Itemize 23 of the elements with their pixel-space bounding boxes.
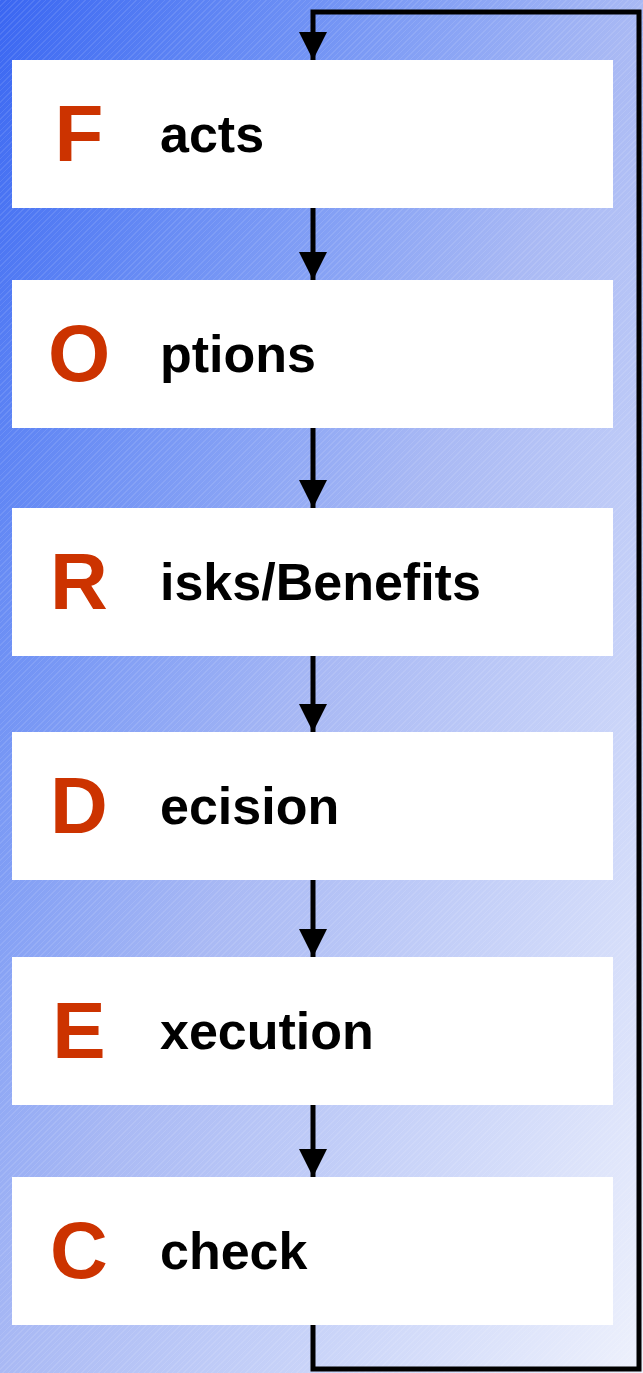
- initial-letter: R: [49, 542, 109, 622]
- step-box: [12, 280, 613, 428]
- step-box: [12, 508, 613, 656]
- step-label: xecution: [160, 1005, 374, 1057]
- step-label: isks/Benefits: [160, 556, 481, 608]
- arrow: [299, 656, 327, 732]
- initial-letter: O: [46, 314, 112, 394]
- arrow: [299, 428, 327, 508]
- step-box: [12, 732, 613, 880]
- initial-letter: C: [49, 1211, 109, 1291]
- initial-letter: D: [49, 766, 109, 846]
- step-box: [12, 1177, 613, 1325]
- step-box: [12, 60, 613, 208]
- step-box: [12, 957, 613, 1105]
- initial-letter: E: [51, 991, 107, 1071]
- step-label: check: [160, 1225, 308, 1277]
- arrow: [299, 9, 642, 1372]
- step-label: acts: [160, 108, 265, 160]
- arrow: [299, 208, 327, 280]
- initial-letter: F: [53, 94, 105, 174]
- step-label: ecision: [160, 780, 340, 832]
- arrow: [299, 880, 327, 957]
- arrow: [299, 1105, 327, 1177]
